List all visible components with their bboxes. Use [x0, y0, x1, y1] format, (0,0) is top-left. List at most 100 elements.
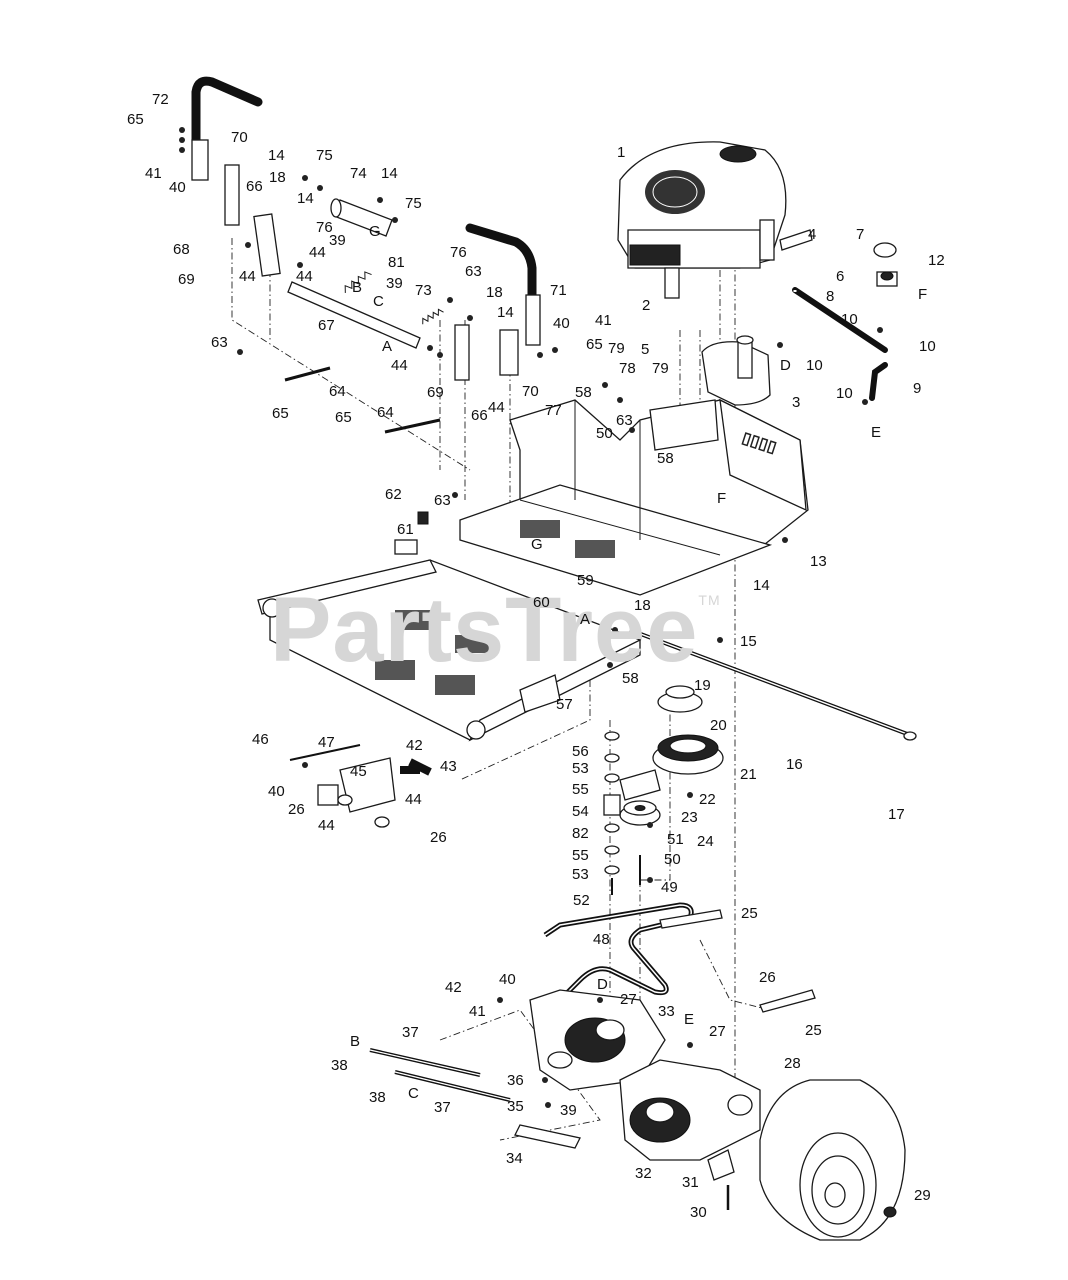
callout-39-c: 39	[560, 1102, 577, 1119]
callout-19: 19	[694, 677, 711, 694]
fuel-filter-assembly	[873, 242, 898, 287]
tie-rod	[629, 628, 917, 741]
bolt-64-lower	[384, 418, 441, 434]
callout-21: 21	[740, 766, 757, 783]
callout-24: 24	[697, 833, 714, 850]
spring-81	[344, 271, 372, 293]
callout-42-a: 42	[406, 737, 423, 754]
callout-63-c: 63	[616, 412, 633, 429]
callout-78: 78	[619, 360, 636, 377]
callout-6: 6	[836, 268, 845, 285]
callout-44-e: 44	[488, 399, 505, 416]
callout-69-a: 69	[178, 271, 195, 288]
callout-33: 33	[658, 1003, 675, 1020]
callout-25-a: 25	[741, 905, 758, 922]
callout-74: 74	[350, 165, 367, 182]
ref-F-1: F	[918, 286, 928, 303]
callout-36: 36	[507, 1072, 524, 1089]
callout-49: 49	[661, 879, 678, 896]
callout-55-a: 55	[572, 781, 589, 798]
callout-34: 34	[506, 1150, 523, 1167]
callout-59: 59	[577, 572, 594, 589]
deck-pan	[257, 520, 642, 742]
callout-58-b: 58	[657, 450, 674, 467]
callout-66-b: 66	[471, 407, 488, 424]
callout-7: 7	[856, 226, 865, 243]
plate-right	[499, 329, 519, 376]
callout-57: 57	[556, 696, 573, 713]
callout-18-a: 18	[269, 169, 286, 186]
callout-41-b: 41	[595, 312, 612, 329]
ref-D-2: D	[597, 976, 608, 993]
callout-69-b: 69	[427, 384, 444, 401]
bracket-61	[394, 539, 418, 555]
ref-C-1: C	[373, 293, 384, 310]
spring-73	[422, 308, 444, 325]
callout-81: 81	[388, 254, 405, 271]
callout-65-a: 65	[127, 111, 144, 128]
callout-45: 45	[350, 763, 367, 780]
callout-47: 47	[318, 734, 335, 751]
callout-22: 22	[699, 791, 716, 808]
fuel-hose-8	[792, 287, 888, 353]
plate-left	[224, 164, 240, 226]
callout-30: 30	[690, 1204, 707, 1221]
idler-arm-stack	[603, 731, 661, 895]
callout-26-a: 26	[288, 801, 305, 818]
callout-72: 72	[152, 91, 169, 108]
callout-10-c: 10	[806, 357, 823, 374]
callout-16: 16	[786, 756, 803, 773]
callout-20: 20	[710, 717, 727, 734]
callout-50-a: 50	[596, 425, 613, 442]
callout-44-g: 44	[318, 817, 335, 834]
ref-E-2: E	[684, 1011, 695, 1028]
transaxle-left	[529, 989, 666, 1091]
callout-14-d: 14	[497, 304, 514, 321]
callout-40-b: 40	[553, 315, 570, 332]
callout-64-a: 64	[329, 383, 346, 400]
callout-37-b: 37	[434, 1099, 451, 1116]
callout-40-c: 40	[268, 783, 285, 800]
ref-A-1: A	[382, 338, 393, 355]
callout-44-b: 44	[296, 268, 313, 285]
callout-48: 48	[593, 931, 610, 948]
callout-41-c: 41	[469, 1003, 486, 1020]
watermark: PartsTreeTM	[270, 579, 721, 681]
callout-15: 15	[740, 633, 757, 650]
callout-25-b: 25	[805, 1022, 822, 1039]
callout-63-d: 63	[434, 492, 451, 509]
callout-53-a: 53	[572, 760, 589, 777]
callout-12: 12	[928, 252, 945, 269]
callout-18-c: 18	[634, 597, 651, 614]
callout-44-a: 44	[239, 268, 256, 285]
muffler	[701, 335, 771, 406]
callout-58-a: 58	[575, 384, 592, 401]
callout-18-b: 18	[486, 284, 503, 301]
callout-28: 28	[784, 1055, 801, 1072]
spacer-tube	[330, 198, 393, 237]
callout-63-a: 63	[211, 334, 228, 351]
ref-G-1: G	[369, 223, 381, 240]
callout-79-b: 79	[652, 360, 669, 377]
callout-10-b: 10	[919, 338, 936, 355]
callout-82: 82	[572, 825, 589, 842]
callout-64-b: 64	[377, 404, 394, 421]
callout-63-b: 63	[465, 263, 482, 280]
ref-B-1: B	[352, 279, 363, 296]
callout-62: 62	[385, 486, 402, 503]
brake-pedal-assembly	[289, 744, 432, 828]
callout-43: 43	[440, 758, 457, 775]
callout-41-a: 41	[145, 165, 162, 182]
callout-46: 46	[252, 731, 269, 748]
callout-70-a: 70	[231, 129, 248, 146]
callout-65-d: 65	[586, 336, 603, 353]
callout-29: 29	[914, 1187, 931, 1204]
callout-55-b: 55	[572, 847, 589, 864]
fuel-hose-9	[869, 362, 888, 401]
callout-79-a: 79	[608, 340, 625, 357]
callout-26-b: 26	[430, 829, 447, 846]
belt-guide-lower	[759, 989, 816, 1013]
transaxle-right	[619, 1059, 761, 1161]
ref-A-2: A	[580, 611, 591, 628]
callout-26-c: 26	[759, 969, 776, 986]
